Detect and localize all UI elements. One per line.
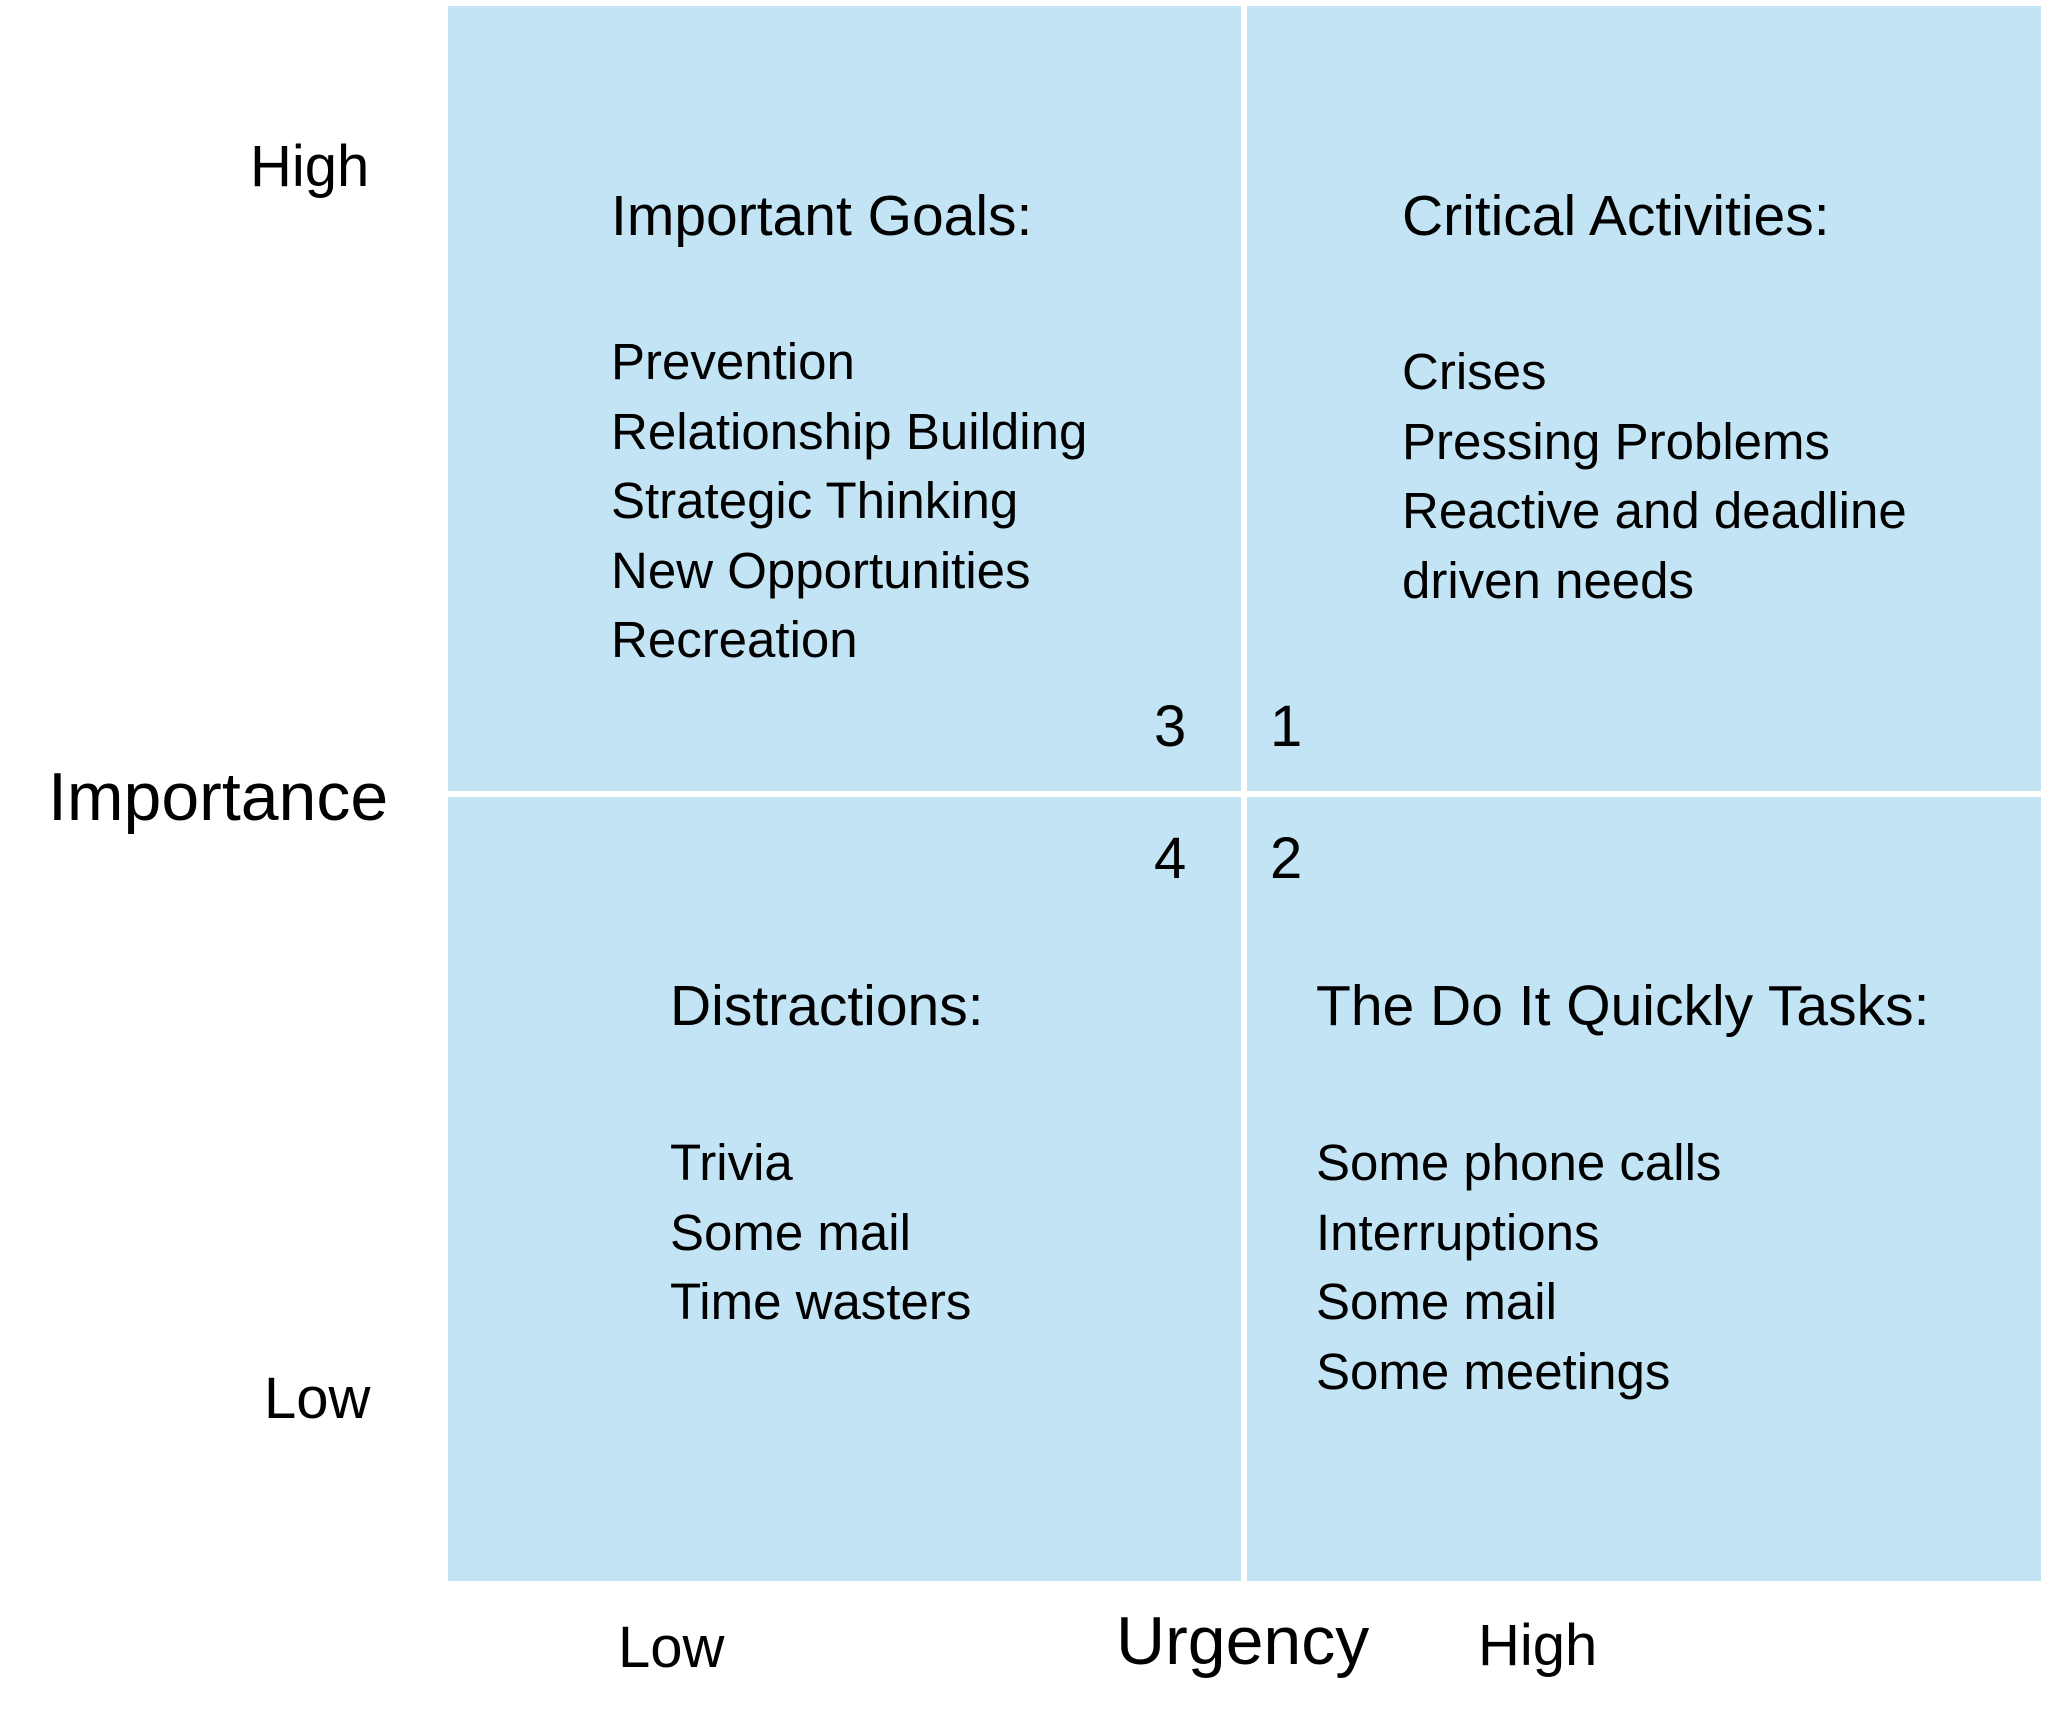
quadrant-1-title: Critical Activities: bbox=[1402, 184, 1830, 248]
quadrant-1-list: Crises Pressing Problems Reactive and de… bbox=[1402, 337, 1907, 615]
list-item: Time wasters bbox=[670, 1273, 972, 1330]
x-axis-low-label: Low bbox=[618, 1615, 725, 1680]
x-axis-title: Urgency bbox=[1116, 1603, 1370, 1679]
list-item: Relationship Building bbox=[611, 402, 1088, 460]
list-item: Prevention bbox=[611, 333, 855, 390]
list-item: Some mail bbox=[670, 1203, 911, 1261]
list-item: Recreation bbox=[611, 611, 858, 668]
list-item: Crises bbox=[1402, 343, 1547, 400]
quadrant-2-title: The Do It Quickly Tasks: bbox=[1316, 974, 1930, 1038]
quadrant-4-list: Trivia Some mail Time wasters bbox=[670, 1128, 971, 1337]
list-item: Interruptions bbox=[1316, 1203, 1600, 1261]
quadrant-top-left bbox=[448, 6, 1241, 791]
y-axis-low-label: Low bbox=[264, 1366, 371, 1431]
x-axis-high-label: High bbox=[1478, 1613, 1598, 1678]
quadrant-3-number: 3 bbox=[1154, 694, 1187, 759]
list-item: Some phone calls bbox=[1316, 1134, 1722, 1191]
quadrant-bottom-right bbox=[1247, 797, 2041, 1581]
list-item: Trivia bbox=[670, 1134, 793, 1191]
quadrant-bottom-left bbox=[448, 797, 1241, 1581]
y-axis-high-label: High bbox=[250, 134, 370, 199]
list-item: driven needs bbox=[1402, 551, 1695, 609]
quadrant-4-number: 4 bbox=[1154, 826, 1187, 891]
list-item: Some mail bbox=[1316, 1273, 1557, 1330]
quadrant-top-right bbox=[1247, 6, 2041, 791]
y-axis-title: Importance bbox=[48, 759, 389, 835]
list-item: Some meetings bbox=[1316, 1342, 1671, 1400]
quadrant-1-number: 1 bbox=[1270, 694, 1303, 759]
quadrant-2-list: Some phone calls Interruptions Some mail… bbox=[1316, 1128, 1721, 1406]
quadrant-4-title: Distractions: bbox=[670, 974, 984, 1038]
quadrant-3-title: Important Goals: bbox=[611, 184, 1033, 248]
quadrant-2-number: 2 bbox=[1270, 826, 1303, 891]
list-item: Reactive and deadline bbox=[1402, 482, 1907, 539]
list-item: Pressing Problems bbox=[1402, 412, 1830, 470]
list-item: New Opportunities bbox=[611, 541, 1031, 599]
quadrant-3-list: Prevention Relationship Building Strateg… bbox=[611, 327, 1087, 675]
list-item: Strategic Thinking bbox=[611, 472, 1019, 529]
